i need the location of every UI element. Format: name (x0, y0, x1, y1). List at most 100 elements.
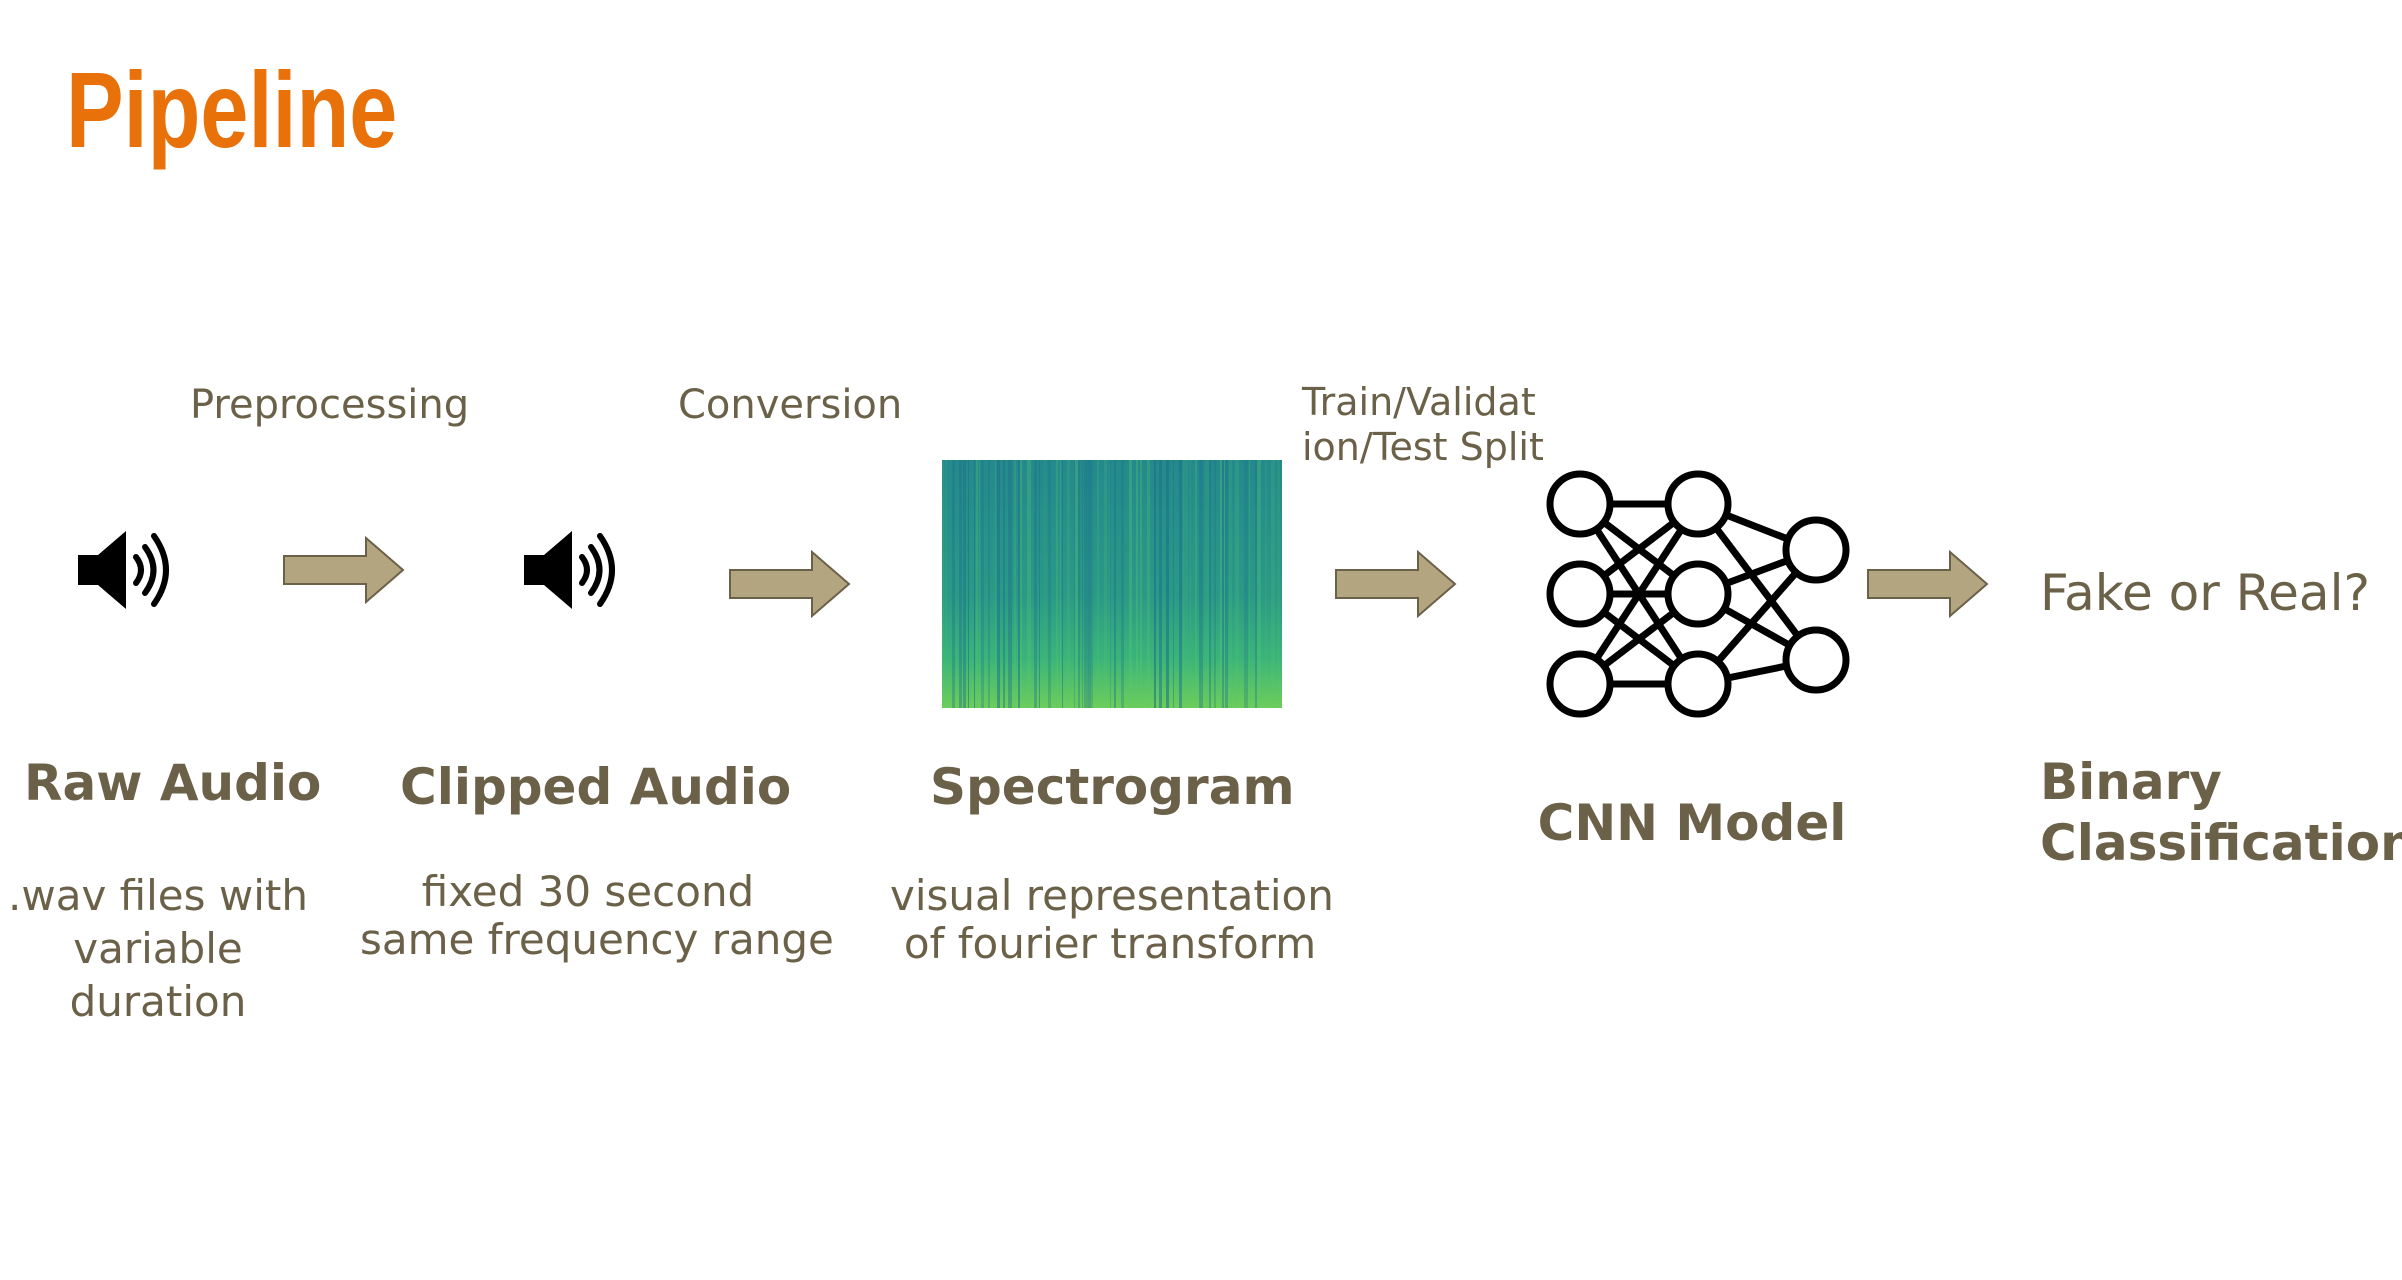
spectrogram-stripe (1039, 460, 1040, 708)
spectrogram-stripe (1235, 460, 1239, 708)
spectrogram-stripe (968, 460, 969, 708)
spectrogram-stripe (1067, 460, 1070, 708)
arrow-icon-1 (283, 536, 405, 604)
spectrogram-stripe (1091, 460, 1093, 708)
stage-description-clipped-audio: fixed 30 second same frequency range (360, 867, 834, 964)
stage-heading-cnn-model: CNN Model (1537, 794, 1847, 852)
heading-line: Classification (2040, 814, 2402, 872)
output-label: Fake or Real? (2040, 564, 2371, 622)
spectrogram-stripe (1004, 460, 1005, 708)
spectrogram-stripe (1140, 460, 1142, 708)
spectrogram-stripe (1255, 460, 1257, 708)
spectrogram-stripe (1114, 460, 1116, 708)
spectrogram-stripe (1179, 460, 1182, 708)
arrow-icon-2 (729, 550, 851, 618)
step-label-split-line1: Train/Validat (1302, 380, 1536, 424)
description-line: fixed 30 second (421, 867, 755, 916)
spectrogram-stripe (1209, 460, 1211, 708)
description-line: visual representation (890, 871, 1334, 920)
spectrogram-stripe (1018, 460, 1020, 708)
spectrogram-stripe (1097, 460, 1099, 708)
speaker-icon (524, 531, 615, 609)
description-line: .wav files with (8, 871, 308, 920)
spectrogram-stripe (1225, 460, 1228, 708)
spectrogram-stripe (1244, 460, 1248, 708)
spectrogram-stripe (1027, 460, 1031, 708)
description-line: variable (73, 924, 243, 973)
spectrogram-stripe (1224, 460, 1225, 708)
spectrogram-stripe (979, 460, 980, 708)
spectrogram-stripe (1265, 460, 1267, 708)
spectrogram-stripe (1034, 460, 1037, 708)
spectrogram-stripe (945, 460, 947, 708)
spectrogram-stripe (1205, 460, 1209, 708)
spectrogram-stripe (988, 460, 990, 708)
spectrogram-stripe (1084, 460, 1088, 708)
arrow-icon-4 (1867, 550, 1989, 618)
speaker-icon (78, 531, 169, 609)
stage-description-raw-audio: .wav files with variable duration (0, 869, 316, 1028)
spectrogram-stripe (1056, 460, 1058, 708)
spectrogram-stripe (1190, 460, 1191, 708)
spectrogram-stripe (1166, 460, 1169, 708)
spectrogram-stripe (1129, 460, 1132, 708)
spectrogram-stripe (1249, 460, 1250, 708)
stage-heading-clipped-audio: Clipped Audio (400, 758, 792, 816)
spectrogram-stripe (1183, 460, 1184, 708)
spectrogram-stripe (1044, 460, 1046, 708)
spectrogram-stripe (1214, 460, 1216, 708)
spectrogram-stripe (1147, 460, 1150, 708)
spectrogram-stripe (1159, 460, 1162, 708)
stage-description-spectrogram: visual representation of fourier transfo… (890, 871, 1334, 968)
description-line: duration (69, 977, 247, 1026)
spectrogram-stripe (1229, 460, 1232, 708)
spectrogram-stripe (1173, 460, 1174, 708)
step-label-preprocessing: Preprocessing (190, 382, 470, 428)
spectrogram-stripe (1109, 460, 1110, 708)
spectrogram-stripe (995, 460, 996, 708)
spectrogram-stripe (976, 460, 978, 708)
spectrogram-stripe (1048, 460, 1051, 708)
spectrogram-stripe (981, 460, 984, 708)
spectrogram-stripe (1257, 460, 1261, 708)
stage-heading-spectrogram: Spectrogram (930, 758, 1295, 816)
spectrogram-stripe (1060, 460, 1061, 708)
spectrogram-stripe (963, 460, 966, 708)
spectrogram-stripe (1014, 460, 1016, 708)
heading-line: Binary (2040, 753, 2222, 811)
spectrogram-stripe (1008, 460, 1012, 708)
spectrogram-stripe (1075, 460, 1078, 708)
spectrogram-stripe (1222, 460, 1224, 708)
spectrogram-image (942, 460, 1282, 708)
step-label-split-line2: ion/Test Split (1302, 425, 1544, 469)
arrow-icon-3 (1335, 550, 1457, 618)
stage-heading-binary-classification: Binary Classification (2040, 752, 2402, 874)
spectrogram-stripe (974, 460, 975, 708)
spectrogram-stripe (1136, 460, 1138, 708)
spectrogram-stripe (1078, 460, 1080, 708)
spectrogram-stripe (1184, 460, 1188, 708)
spectrogram-stripe (1088, 460, 1091, 708)
spectrogram-stripe (1020, 460, 1022, 708)
spectrogram-stripe (1220, 460, 1222, 708)
spectrogram-stripe (1074, 460, 1075, 708)
page-title: Pipeline (66, 49, 398, 170)
description-line: same frequency range (360, 915, 834, 964)
spectrogram-stripe (1110, 460, 1111, 708)
spectrogram-stripe (1277, 460, 1280, 708)
step-label-conversion: Conversion (678, 382, 903, 428)
spectrogram-stripe (1121, 460, 1124, 708)
spectrogram-stripe (942, 460, 944, 708)
spectrogram-stripe (1003, 460, 1004, 708)
spectrogram-stripe (1199, 460, 1203, 708)
spectrogram-stripe (1062, 460, 1063, 708)
spectrogram-stripe (1271, 460, 1275, 708)
description-line: of fourier transform (903, 919, 1317, 968)
spectrogram-stripe (952, 460, 955, 708)
spectrogram-stripe (1082, 460, 1083, 708)
spectrogram-stripe (1104, 460, 1107, 708)
stage-heading-raw-audio: Raw Audio (24, 754, 322, 812)
spectrogram-stripe (959, 460, 962, 708)
neural-network-icon (1546, 470, 1850, 718)
spectrogram-stripe (1154, 460, 1156, 708)
